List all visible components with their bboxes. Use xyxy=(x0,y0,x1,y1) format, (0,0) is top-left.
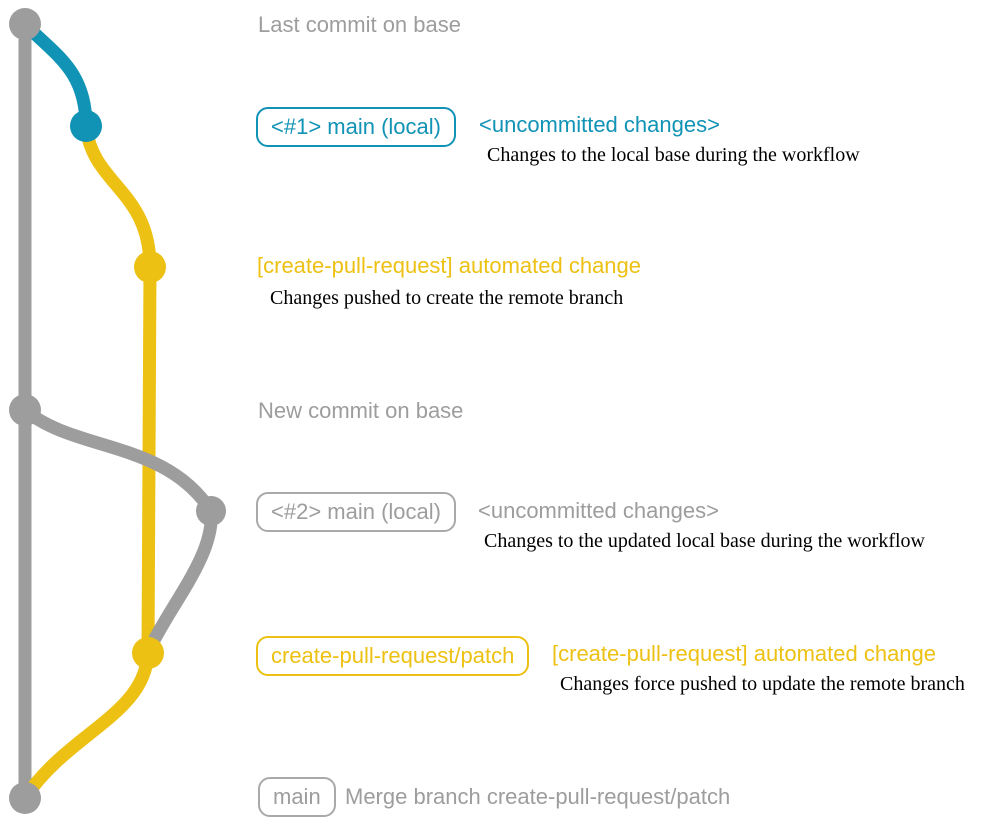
edge-force-push-update xyxy=(142,504,218,657)
description-automated-2: Changes force pushed to update the remot… xyxy=(560,673,965,695)
description-uncommitted-2: Changes to the updated local base during… xyxy=(484,530,925,552)
headline-automated-2: [create-pull-request] automated change xyxy=(552,641,937,666)
node-automated-change-2 xyxy=(132,637,164,669)
node-last-commit-on-base xyxy=(9,8,41,40)
node-merge-commit xyxy=(9,782,41,814)
label-new-commit-on-base: New commit on base xyxy=(258,398,464,423)
headline-automated-1: [create-pull-request] automated change xyxy=(257,253,642,278)
label-last-commit-on-base: Last commit on base xyxy=(258,12,461,37)
git-graph xyxy=(9,8,226,814)
badge-create-pull-request-patch: create-pull-request/patch xyxy=(256,636,530,677)
description-uncommitted-1: Changes to the local base during the wor… xyxy=(487,144,860,166)
edge-uncommitted-2 xyxy=(18,403,218,518)
headline-merge: Merge branch create-pull-request/patch xyxy=(345,784,731,809)
headline-uncommitted-2: <uncommitted changes> xyxy=(478,498,719,523)
description-automated-1: Changes pushed to create the remote bran… xyxy=(270,287,624,309)
badge-main-local-1: <#1> main (local) xyxy=(256,107,456,148)
headline-uncommitted-1: <uncommitted changes> xyxy=(479,112,720,137)
node-automated-change-1 xyxy=(134,251,166,283)
badge-main: main xyxy=(258,777,336,818)
edge-patch-branch-create xyxy=(79,119,157,274)
node-main-local-1 xyxy=(70,110,102,142)
edge-uncommitted-1 xyxy=(18,17,93,133)
edge-merge-patch xyxy=(18,646,155,805)
node-new-commit-on-base xyxy=(9,394,41,426)
node-main-local-2 xyxy=(196,496,226,526)
badge-main-local-2: <#2> main (local) xyxy=(256,492,456,533)
